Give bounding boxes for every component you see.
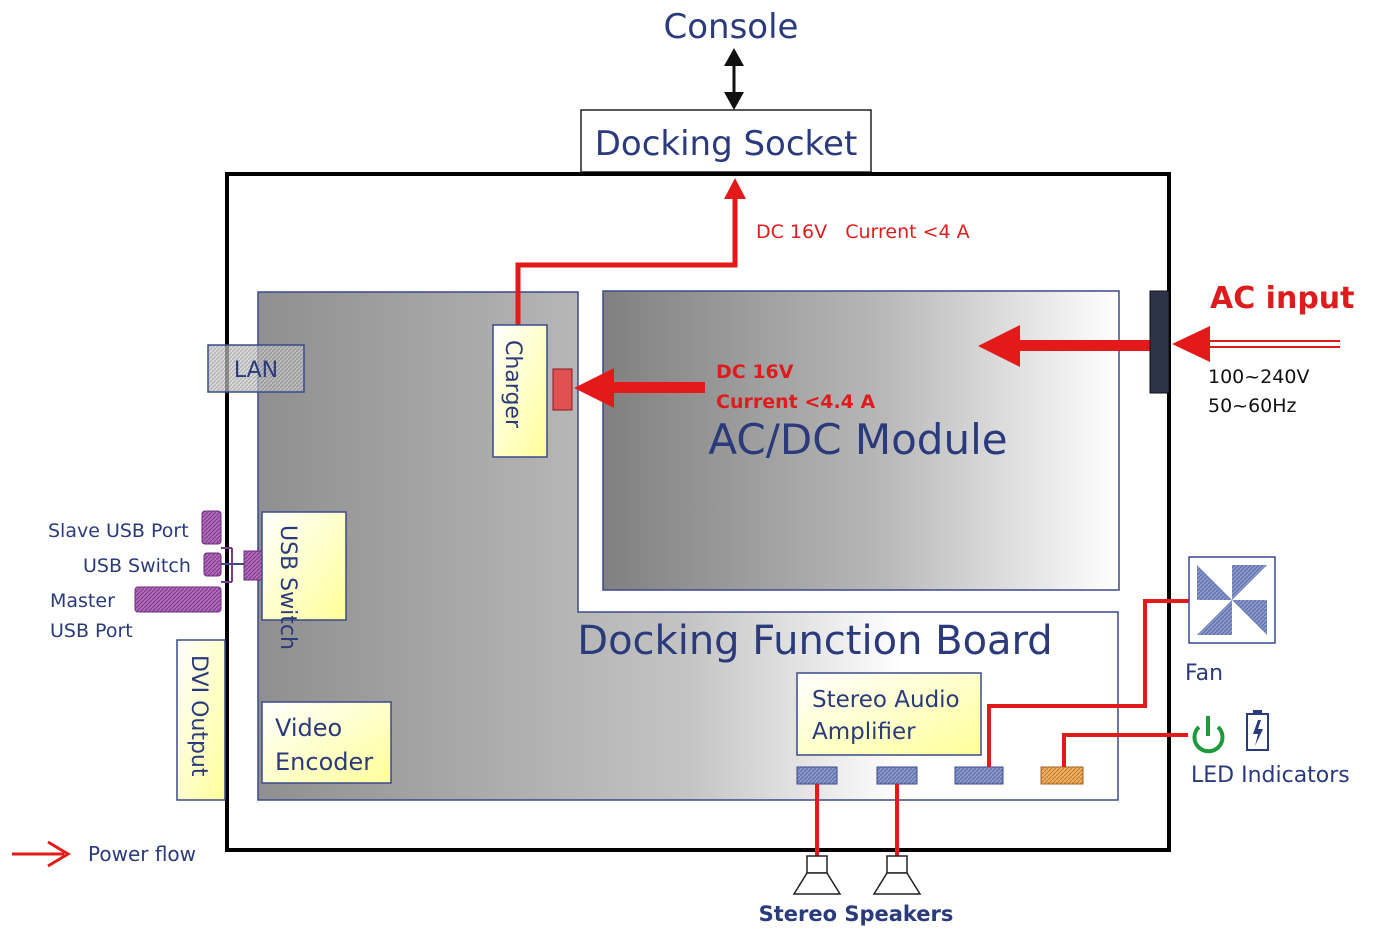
master-label-2: USB Port bbox=[50, 620, 133, 642]
power-flow-legend-label: Power flow bbox=[88, 842, 196, 866]
charger-box bbox=[492, 324, 548, 458]
ac-input-connector bbox=[1149, 290, 1170, 394]
speaker-right-connector bbox=[876, 766, 918, 785]
led-wire bbox=[1062, 733, 1188, 767]
console-label: Console bbox=[664, 7, 799, 47]
dvi-output-label: DVI Output bbox=[186, 655, 211, 777]
usb-switch-box-label: USB Switch bbox=[275, 525, 300, 650]
slave-usb-port-connector bbox=[201, 510, 222, 545]
led-indicators-label: LED Indicators bbox=[1191, 763, 1350, 788]
usb-switch-connector bbox=[203, 552, 222, 577]
power-arrow-ac-to-module bbox=[978, 325, 1152, 367]
speaker-icon bbox=[872, 855, 922, 895]
docking-socket-label: Docking Socket bbox=[595, 124, 858, 164]
stereo-amp-label-1: Stereo Audio bbox=[812, 687, 960, 713]
led-connector bbox=[1040, 766, 1084, 785]
usb-switch-box-text: USB Switch bbox=[275, 525, 300, 650]
fan-label: Fan bbox=[1185, 661, 1223, 686]
console-double-arrow bbox=[724, 48, 744, 110]
speaker-left-connector bbox=[796, 766, 838, 785]
ac-input-label: AC input bbox=[1210, 281, 1355, 316]
ac-input-arrow bbox=[1172, 326, 1340, 362]
usb-switch-box bbox=[261, 511, 347, 621]
dc-mid-label-2: Current <4.4 A bbox=[716, 391, 876, 413]
dc-top-label: DC 16V Current <4 A bbox=[756, 221, 970, 243]
dvi-output-box bbox=[176, 639, 226, 801]
power-line-to-socket bbox=[515, 178, 746, 326]
docking-function-board-label: Docking Function Board bbox=[577, 618, 1052, 664]
master-label-1: Master bbox=[50, 590, 115, 612]
dc-mid-label-1: DC 16V bbox=[716, 361, 794, 383]
stereo-audio-amplifier-box bbox=[796, 672, 982, 756]
master-usb-port-connector bbox=[134, 586, 222, 613]
usb-switch-side-label: USB Switch bbox=[83, 555, 191, 577]
power-flow-legend-arrow bbox=[12, 840, 71, 868]
docking-station-enclosure bbox=[225, 172, 1171, 852]
power-arrow-to-charger bbox=[574, 368, 705, 408]
charger-connector bbox=[552, 368, 573, 411]
video-encoder-label-2: Encoder bbox=[275, 748, 373, 776]
charger-label: Charger bbox=[500, 340, 525, 429]
lan-label: LAN bbox=[234, 358, 278, 383]
power-icon bbox=[1192, 716, 1225, 754]
battery-icon bbox=[1246, 710, 1269, 751]
lan-port bbox=[207, 344, 305, 393]
fan-icon bbox=[1188, 556, 1276, 644]
ac-voltage-label: 100~240V bbox=[1208, 366, 1309, 388]
acdc-module-label: AC/DC Module bbox=[708, 415, 1007, 464]
video-encoder-box bbox=[261, 701, 392, 784]
stereo-amp-label-2: Amplifier bbox=[812, 719, 916, 745]
slave-usb-port-label: Slave USB Port bbox=[48, 520, 189, 542]
usb-wiring bbox=[221, 547, 245, 583]
video-encoder-label-1: Video bbox=[275, 714, 342, 742]
fan-connector bbox=[954, 766, 1004, 785]
speaker-icon bbox=[792, 855, 842, 895]
usb-switch-chip bbox=[243, 550, 263, 581]
ac-frequency-label: 50~60Hz bbox=[1208, 395, 1297, 417]
stereo-speakers-label: Stereo Speakers bbox=[759, 902, 954, 926]
fan-wire bbox=[987, 599, 1190, 767]
